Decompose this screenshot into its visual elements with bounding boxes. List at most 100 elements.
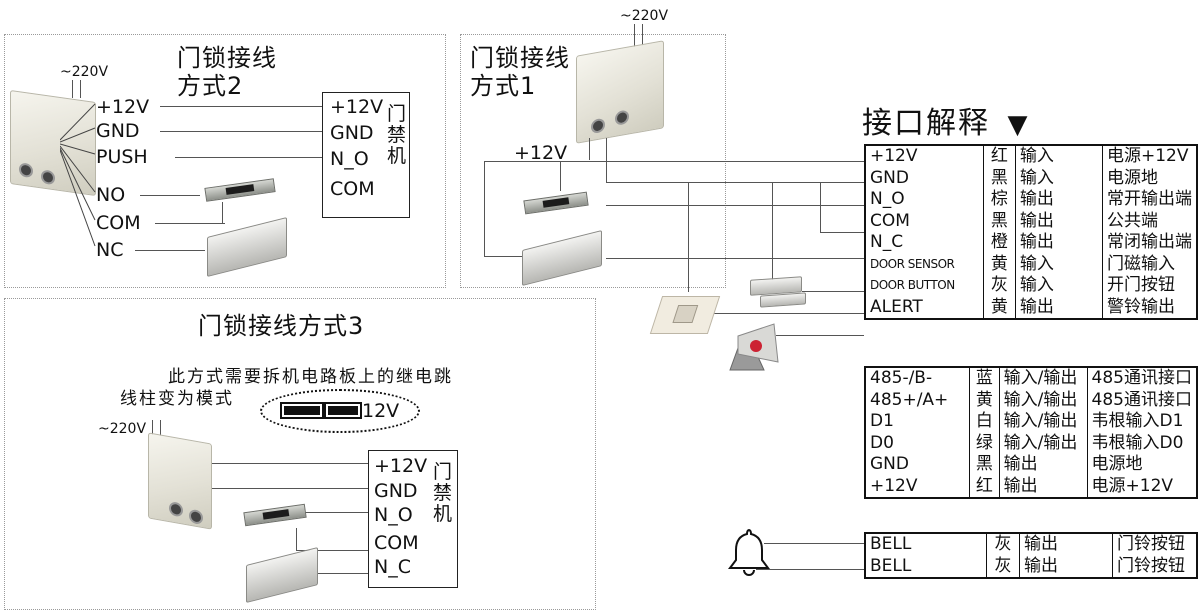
interface-wire-color: 绿 (969, 432, 1000, 454)
method3-title: 门锁接线方式3 (198, 312, 365, 340)
interface-description: 常开输出端 (1107, 189, 1192, 209)
method3-box-com: COM (374, 532, 419, 554)
wire (484, 161, 485, 256)
interface-signal: D0 (865, 432, 971, 454)
interface-signal: N_O (865, 189, 984, 211)
wire (560, 161, 600, 162)
interface-signal: DOOR BUTTON (865, 275, 984, 297)
interface-description: 门铃按钮 (1117, 555, 1185, 576)
interface-direction: 输入/输出 (999, 432, 1088, 454)
interface-wire-color: 白 (969, 411, 1000, 433)
method3-note-line1: 此方式需要拆机电路板上的继电跳 (168, 367, 453, 387)
method2-box-12v: +12V (330, 96, 384, 118)
wire (560, 161, 561, 191)
wire (484, 161, 864, 162)
method1-ac-label: ~220V (620, 8, 669, 24)
wire (305, 512, 372, 513)
method1-ac-wire (642, 24, 643, 50)
interface-description: 警铃输出 (1107, 296, 1175, 317)
method1-power-supply (576, 40, 664, 144)
method3-box-nc: N_C (374, 556, 411, 578)
wire (175, 157, 325, 158)
method2-fan-wires (60, 103, 96, 247)
wire (212, 488, 372, 489)
wire (484, 256, 524, 257)
interface-wire-color: 橙 (983, 232, 1016, 254)
method2-term-nc: NC (96, 239, 124, 261)
interface-wire-color: 黄 (983, 296, 1016, 319)
method3-box-side-3: 机 (433, 503, 453, 525)
jumper-block-left (280, 402, 324, 419)
wire (712, 313, 864, 314)
method1-ac-wire (634, 24, 635, 50)
interface-wire-color: 灰 (986, 533, 1020, 556)
interface-wire-color: 黑 (983, 167, 1016, 189)
method3-note-line2: 线柱变为模式 (120, 389, 234, 409)
method2-box-com: COM (330, 178, 375, 200)
bell-icon (728, 528, 770, 576)
method2-box-no: N_O (330, 148, 369, 170)
interface-description: 电源地 (1091, 454, 1143, 474)
interface-description: 开门按钮 (1107, 275, 1175, 295)
method3-controller-box (368, 450, 458, 588)
method3-power-supply (148, 432, 212, 530)
method1-title-line1: 门锁接线 (470, 44, 570, 72)
method3-box-side-1: 门 (433, 461, 453, 483)
method3-ac-wire (160, 420, 161, 442)
interface-direction: 输出 (1015, 296, 1104, 319)
interface-direction: 输入/输出 (999, 367, 1088, 390)
interface-direction: 输入/输出 (999, 411, 1088, 433)
interface-wire-color: 蓝 (969, 367, 1000, 390)
interface-direction: 输出 (1019, 555, 1113, 578)
interface-direction: 输出 (1015, 232, 1104, 254)
interface-wire-color: 棕 (983, 189, 1016, 211)
interface-direction: 输出 (999, 475, 1088, 498)
method2-ac-label: ~220V (60, 64, 109, 80)
psu-port (591, 117, 605, 135)
method2-title-line1: 门锁接线 (177, 44, 277, 72)
interface-description: 电源+12V (1091, 475, 1174, 496)
method2-term-push: PUSH (96, 146, 148, 168)
interface-description: 门铃按钮 (1117, 534, 1185, 554)
door-sensor-magnet (760, 292, 806, 308)
wire (212, 463, 372, 464)
interface-description: 韦根输入D1 (1091, 411, 1184, 431)
interface-signal: ALERT (865, 296, 984, 319)
wire (802, 291, 864, 292)
method2-term-12v: +12V (96, 96, 150, 118)
interface-description: 公共端 (1107, 210, 1158, 231)
method2-ac-wire (80, 80, 81, 98)
interface-description: 485通讯接口 (1091, 389, 1192, 410)
wire (160, 131, 325, 132)
wire (606, 138, 607, 182)
psu-port (169, 501, 183, 518)
interface-description: 485通讯接口 (1091, 368, 1192, 388)
method2-box-side-1: 门 (387, 103, 407, 125)
interface-signal: GND (865, 167, 984, 189)
interface-direction: 输出 (999, 454, 1088, 476)
alarm-horn (729, 323, 779, 371)
interface-description: 电源+12V (1107, 146, 1189, 166)
psu-port (41, 169, 55, 186)
method2-term-no: NO (96, 184, 126, 206)
interface-signal: D1 (865, 411, 971, 433)
interface-signal: 485+/A+ (865, 389, 971, 411)
wire (764, 543, 864, 544)
method2-ac-wire (72, 80, 73, 98)
wire (606, 205, 864, 206)
method2-title-line2: 方式2 (177, 72, 244, 100)
